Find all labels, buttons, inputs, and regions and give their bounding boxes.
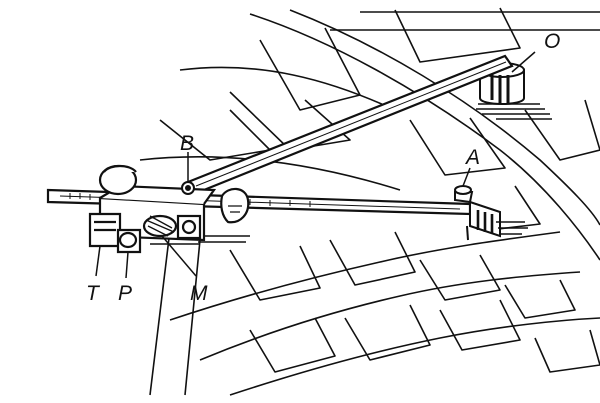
tracer-shadow-hatching — [496, 221, 528, 235]
tracer-point — [454, 185, 528, 241]
label-a: A — [464, 146, 480, 169]
map-block — [439, 299, 521, 351]
map-block — [329, 231, 416, 286]
carriage-shadow-hatching — [150, 235, 250, 245]
map-block — [394, 7, 521, 63]
map-street-line — [149, 229, 171, 396]
map-street-line — [179, 66, 396, 111]
leader-line-p — [125, 251, 129, 279]
leader-line-a — [462, 167, 471, 187]
map-block — [159, 109, 271, 161]
label-m: M — [190, 282, 208, 305]
leader-line-m — [161, 235, 197, 277]
label-t: T — [86, 282, 101, 305]
map-street-line — [184, 239, 201, 396]
map-block — [419, 254, 501, 301]
map-street-line — [229, 317, 600, 396]
map-block — [229, 245, 321, 301]
pole-shadow-hatching — [476, 103, 552, 120]
leader-line-o — [511, 51, 536, 73]
map-block — [229, 91, 351, 151]
leader-line-t — [95, 245, 101, 277]
map-street-line — [169, 231, 561, 321]
map-block — [249, 317, 336, 373]
map-street-line — [289, 9, 600, 226]
tracer-arm-scale — [69, 193, 311, 207]
map-background — [139, 7, 600, 396]
map-block — [524, 99, 600, 161]
map-block — [409, 117, 506, 176]
map-block — [504, 279, 576, 319]
pivot-joint — [181, 181, 195, 195]
map-block — [259, 27, 361, 111]
map-block — [534, 329, 600, 373]
label-b: B — [180, 132, 194, 155]
leader-lines — [95, 51, 536, 279]
map-block — [344, 304, 431, 361]
label-o: O — [544, 30, 560, 53]
map-street-line — [199, 271, 581, 361]
label-p: P — [118, 282, 132, 305]
